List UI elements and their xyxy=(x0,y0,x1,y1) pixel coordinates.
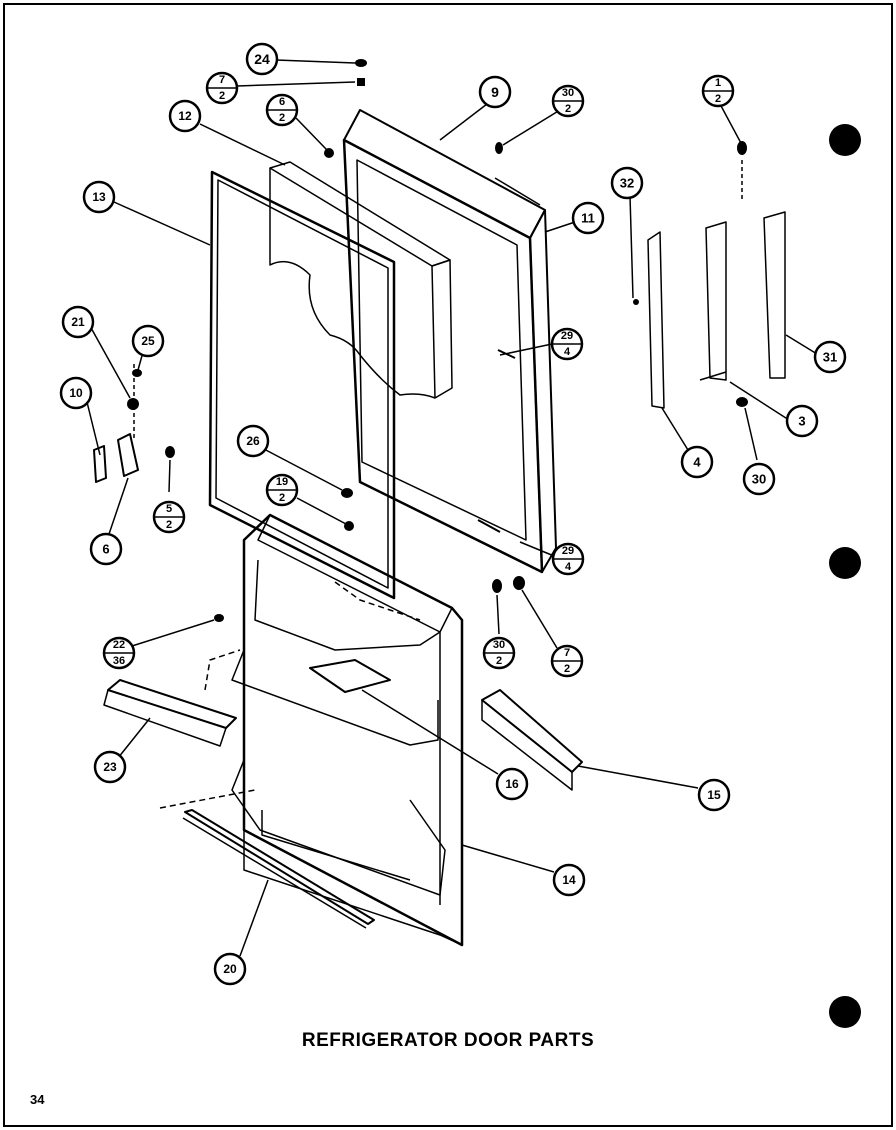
handle-middle-piece xyxy=(699,221,727,381)
callout-23-label: 23 xyxy=(103,760,117,774)
callout-22-36-num: 22 xyxy=(113,639,125,651)
callout-1-2-den: 2 xyxy=(715,93,721,105)
callout-7-2-bottom: 72 xyxy=(550,644,584,678)
callout-19-2: 192 xyxy=(265,473,299,507)
callout-29-4-b-den: 4 xyxy=(565,561,572,573)
leader-lines xyxy=(85,59,818,957)
diagram-title: REFRIGERATOR DOOR PARTS xyxy=(301,1030,595,1051)
bottom-trim-strip xyxy=(182,809,375,929)
callouts: 24 72 62 12 9 302 12 13 11 32 21 25 294 … xyxy=(59,42,847,986)
callout-9-label: 9 xyxy=(491,84,499,100)
callout-7-2-b-num: 7 xyxy=(564,647,570,659)
callout-21: 21 xyxy=(61,305,95,339)
callout-13: 13 xyxy=(82,180,116,214)
callout-5-2: 52 xyxy=(152,500,186,534)
callout-7-2-b-den: 2 xyxy=(564,663,570,675)
callout-6-2-num: 6 xyxy=(279,96,285,108)
handle-cover xyxy=(763,211,786,379)
callout-30-2-b-num: 30 xyxy=(493,639,505,651)
callout-22-36-den: 36 xyxy=(113,655,125,667)
callout-14: 14 xyxy=(552,863,586,897)
callout-1-2: 12 xyxy=(701,74,735,108)
callout-3-label: 3 xyxy=(798,414,805,429)
callout-3: 3 xyxy=(785,404,819,438)
handle-left-piece xyxy=(647,231,665,409)
callout-29-4-a-den: 4 xyxy=(564,346,571,358)
callout-26-label: 26 xyxy=(246,434,260,448)
callout-20-label: 20 xyxy=(223,962,237,976)
callout-11: 11 xyxy=(571,201,605,235)
callout-25: 25 xyxy=(131,324,165,358)
callout-29-4-bottom: 294 xyxy=(551,542,585,576)
binder-hole-middle xyxy=(829,547,861,579)
inner-door-liner xyxy=(231,513,464,947)
callout-6-2-den: 2 xyxy=(279,112,285,124)
callout-31: 31 xyxy=(813,340,847,374)
callout-5-2-den: 2 xyxy=(166,519,172,531)
page-border xyxy=(3,3,893,1127)
callout-25-label: 25 xyxy=(141,334,155,348)
outer-door-panel xyxy=(342,109,557,574)
callout-13-label: 13 xyxy=(92,190,106,204)
callout-30: 30 xyxy=(742,462,776,496)
door-hinge xyxy=(93,433,139,483)
callout-10-label: 10 xyxy=(69,386,83,400)
page-number: 34 xyxy=(30,1092,45,1107)
callout-4: 4 xyxy=(680,445,714,479)
binder-hole-top xyxy=(829,124,861,156)
callout-30-2-b-den: 2 xyxy=(496,655,502,667)
callout-29-4-a-num: 29 xyxy=(561,330,573,342)
callout-24: 24 xyxy=(245,42,279,76)
callout-19-2-den: 2 xyxy=(279,492,285,504)
door-tray xyxy=(309,659,391,693)
door-gasket xyxy=(208,170,396,600)
callout-19-2-num: 19 xyxy=(276,476,288,488)
door-shelf-rail xyxy=(481,689,583,791)
callout-14-label: 14 xyxy=(562,873,576,887)
callout-1-2-num: 1 xyxy=(715,77,721,89)
callout-23: 23 xyxy=(93,750,127,784)
trim-strip-guide xyxy=(159,789,256,809)
callout-15: 15 xyxy=(697,778,731,812)
callout-31-label: 31 xyxy=(823,350,837,365)
callout-10: 10 xyxy=(59,376,93,410)
callout-29-4-b-num: 29 xyxy=(562,545,574,557)
callout-26: 26 xyxy=(236,424,270,458)
callout-9: 9 xyxy=(478,75,512,109)
callout-15-label: 15 xyxy=(707,788,721,802)
callout-24-label: 24 xyxy=(254,51,270,67)
binder-hole-bottom xyxy=(829,996,861,1028)
callout-6: 6 xyxy=(89,532,123,566)
callout-11-label: 11 xyxy=(581,211,595,226)
callout-30-label: 30 xyxy=(752,472,766,487)
callout-16-label: 16 xyxy=(505,777,519,791)
egg-tray xyxy=(103,679,237,747)
callout-7-2-top: 72 xyxy=(205,71,239,105)
callout-21-label: 21 xyxy=(71,315,85,329)
callout-7-2-top-den: 2 xyxy=(219,90,225,102)
callout-32: 32 xyxy=(610,166,644,200)
callout-5-2-num: 5 xyxy=(166,503,172,515)
callout-6-label: 6 xyxy=(102,542,109,557)
callout-6-2-top: 62 xyxy=(265,93,299,127)
callout-12: 12 xyxy=(168,99,202,133)
callout-30-2-a-num: 30 xyxy=(562,87,574,99)
callout-29-4-top: 294 xyxy=(550,327,584,361)
callout-12-label: 12 xyxy=(178,109,192,123)
callout-30-2-bottom: 302 xyxy=(482,636,516,670)
callout-30-2-top: 302 xyxy=(551,84,585,118)
callout-20: 20 xyxy=(213,952,247,986)
callout-30-2-a-den: 2 xyxy=(565,103,571,115)
callout-16: 16 xyxy=(495,767,529,801)
egg-tray-guide xyxy=(204,649,241,691)
callout-7-2-top-num: 7 xyxy=(219,74,225,86)
callout-4-label: 4 xyxy=(693,455,701,470)
callout-32-label: 32 xyxy=(620,176,634,191)
hardware xyxy=(127,59,748,622)
